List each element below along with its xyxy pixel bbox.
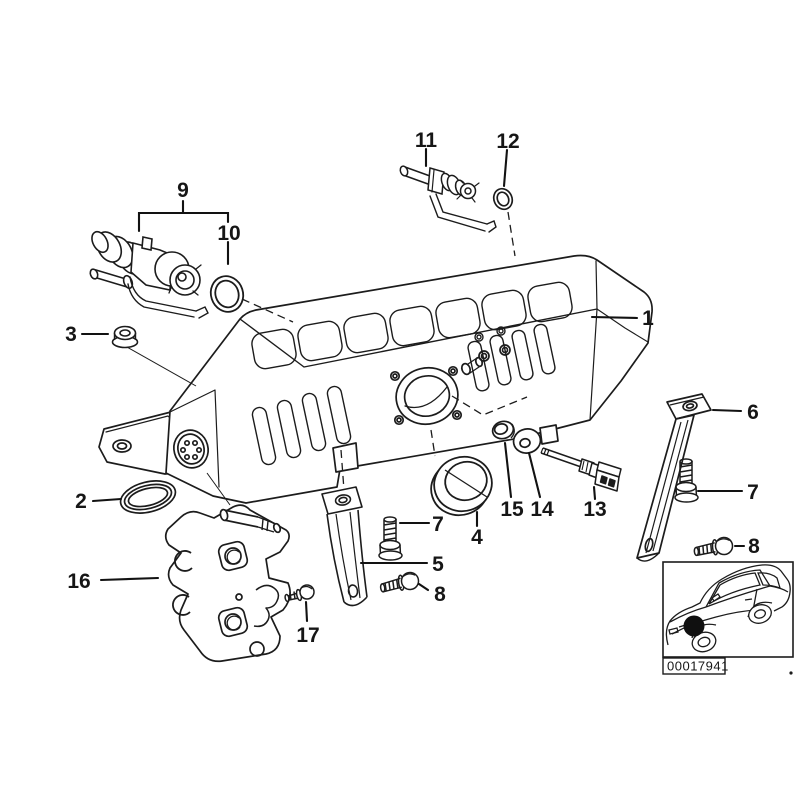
stray-dot [789,671,793,675]
callout-12: 12 [496,130,519,153]
intake-manifold [98,254,653,504]
engine-location-dot [683,615,705,637]
assembly-dash-lines [241,211,528,491]
callout-leader-lines [80,147,746,623]
callout-17: 17 [296,624,319,647]
temperature-sensor [540,447,622,492]
callout-8-right: 8 [748,535,760,558]
thumbnail-frame [662,561,794,658]
idle-control-valve [89,230,209,319]
holder-bracket [164,472,291,663]
o-ring-large [209,275,245,313]
callout-7-center: 7 [432,513,444,536]
callout-4: 4 [471,526,483,549]
part-number-stamp: 00017941 [662,657,793,675]
end-face-boss [173,429,209,469]
callout-3: 3 [65,323,77,346]
hex-screw-center [378,570,421,595]
sealing-ring [430,455,493,517]
callout-16: 16 [67,570,90,593]
support-strip [321,486,368,607]
hex-screw-right [692,536,734,558]
callout-7-right: 7 [747,481,759,504]
profile-gasket [119,480,177,514]
bushing [491,420,515,440]
hex-flange-nut [111,325,197,387]
support-bracket [636,393,712,562]
callout-8-center: 8 [434,583,446,606]
small-screw [284,584,315,603]
callout-10: 10 [217,222,240,245]
callout-5: 5 [432,553,444,576]
car-thumbnail [662,561,794,658]
callout-11: 11 [415,129,438,152]
callout-15: 15 [500,498,524,521]
callout-6: 6 [747,401,759,424]
callout-9: 9 [177,179,189,202]
part-number-text: 00017941 [667,659,729,674]
callout-13: 13 [583,498,606,521]
o-ring-small [492,187,514,211]
hex-bolt-center [378,516,403,561]
throttle-opening [389,344,511,426]
callout-1: 1 [642,307,654,330]
washer [512,428,542,454]
callout-14: 14 [530,498,554,521]
sedan-outline-icon [665,564,791,653]
vent-valve [399,165,497,233]
callout-2: 2 [75,490,87,513]
